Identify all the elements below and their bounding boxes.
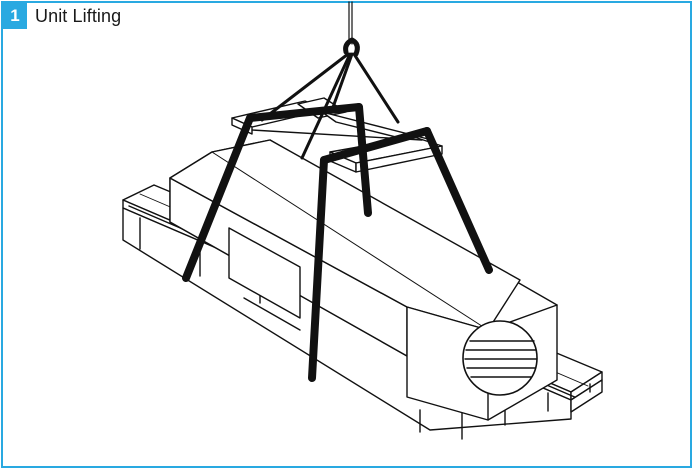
figure-title: Unit Lifting [35, 5, 122, 26]
unit-housing [169, 139, 558, 421]
crane-cable [348, 1, 353, 45]
figure-header: 1 Unit Lifting [3, 3, 121, 29]
lifting-straps [182, 37, 493, 382]
step-number-badge: 1 [3, 3, 27, 29]
